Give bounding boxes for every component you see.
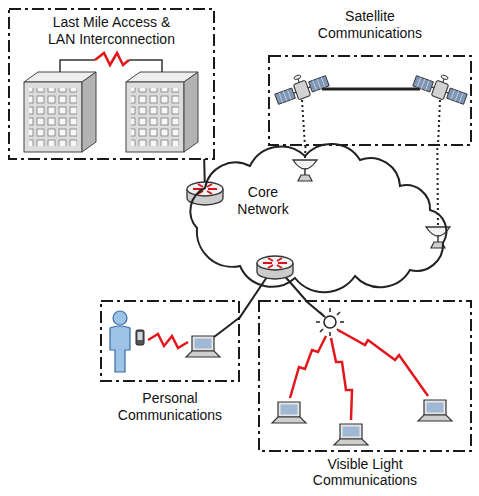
group-box: Satellite Communications xyxy=(268,6,472,146)
building-icon xyxy=(24,72,96,152)
light-link xyxy=(331,338,352,420)
phone-icon xyxy=(136,330,144,345)
satellite-icon xyxy=(271,66,330,106)
group-box: Visible Light Communications xyxy=(258,300,472,496)
dash-dot-frame xyxy=(9,9,214,159)
group-box: Personal Communications xyxy=(100,300,240,430)
group-title: Last Mile Access & LAN Interconnection xyxy=(42,14,182,48)
cloud-outline xyxy=(190,144,446,292)
uplink-line xyxy=(438,100,440,146)
dish-antenna xyxy=(293,160,317,181)
laptop-icon xyxy=(334,424,368,445)
access-wire xyxy=(214,318,239,337)
laptop-icon xyxy=(418,400,452,421)
wireless-link xyxy=(148,334,188,348)
satellite-link xyxy=(322,88,420,91)
laptop-icon xyxy=(186,336,220,357)
cloud-label: Core Network xyxy=(228,184,298,218)
group-title: Personal Communications xyxy=(100,390,240,424)
cloud-shape xyxy=(185,148,455,283)
light-link xyxy=(338,330,428,396)
group-title: Satellite Communications xyxy=(314,8,426,42)
dash-dot-frame xyxy=(101,301,239,381)
satellite-icon xyxy=(412,66,471,106)
light-link xyxy=(290,336,326,398)
laptop-icon xyxy=(272,402,306,423)
dash-dot-frame xyxy=(269,56,471,145)
group-title: Visible Light Communications xyxy=(305,456,425,488)
group-box: Last Mile Access & LAN Interconnection xyxy=(8,8,215,160)
light-source xyxy=(324,316,336,328)
dash-dot-frame xyxy=(259,301,471,451)
uplink-line xyxy=(302,100,305,146)
cloud-node: Core Network xyxy=(185,148,455,283)
frame-shape xyxy=(8,8,215,160)
phone-screen xyxy=(138,332,143,340)
person-body xyxy=(110,326,130,372)
building-icon xyxy=(126,72,198,152)
person-head xyxy=(113,311,127,325)
router-icon xyxy=(257,256,293,279)
wireless-link xyxy=(95,53,129,65)
